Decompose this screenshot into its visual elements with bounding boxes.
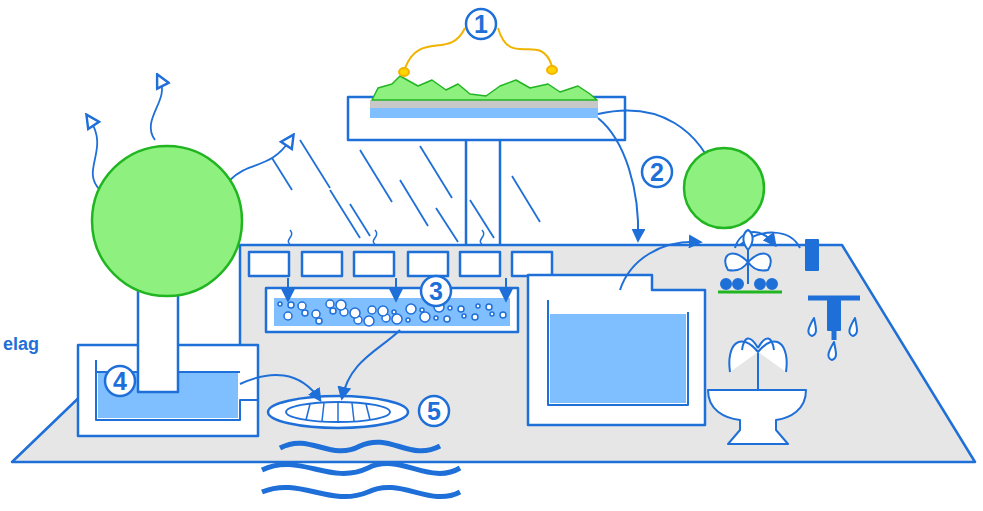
tree-crown <box>684 148 764 228</box>
cistern <box>528 275 705 425</box>
drain <box>268 396 408 428</box>
rain-lines <box>272 140 540 242</box>
plant <box>718 230 782 292</box>
tap <box>806 240 860 360</box>
infiltration-trench <box>266 288 518 332</box>
tree-trunk <box>138 290 178 392</box>
green-roof <box>348 97 625 140</box>
callout-number: 4 <box>113 369 127 394</box>
tree-crown <box>92 146 242 296</box>
fountain <box>708 338 806 444</box>
edge-label: elag <box>3 335 39 353</box>
callout-circle <box>105 9 672 426</box>
gravel-bubbles <box>278 300 506 326</box>
callout-number: 1 <box>474 12 488 37</box>
callout-number: 2 <box>650 160 664 185</box>
callout-number: 5 <box>427 399 441 424</box>
roof-plants <box>372 76 597 100</box>
water-waves <box>262 442 460 496</box>
paver-row <box>249 252 552 276</box>
callout-number: 3 <box>429 279 443 304</box>
